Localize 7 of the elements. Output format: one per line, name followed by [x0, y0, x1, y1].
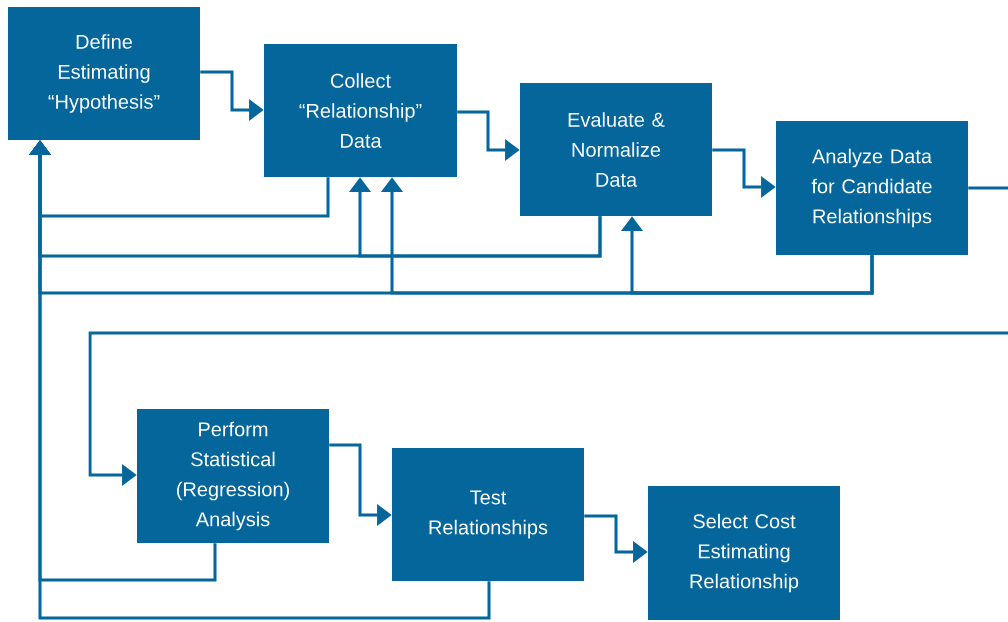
process-box: Analyze Data for Candidate Relationships	[776, 121, 968, 255]
process-box: Define Estimating “Hypothesis”	[8, 7, 200, 140]
process-box: Evaluate & Normalize Data	[520, 83, 712, 216]
process-box: Perform Statistical (Regression) Analysis	[137, 409, 329, 543]
process-box: Collect “Relationship” Data	[264, 44, 457, 177]
process-box: Select Cost Estimating Relationship	[648, 486, 840, 620]
process-box: Test Relationships	[392, 448, 584, 581]
